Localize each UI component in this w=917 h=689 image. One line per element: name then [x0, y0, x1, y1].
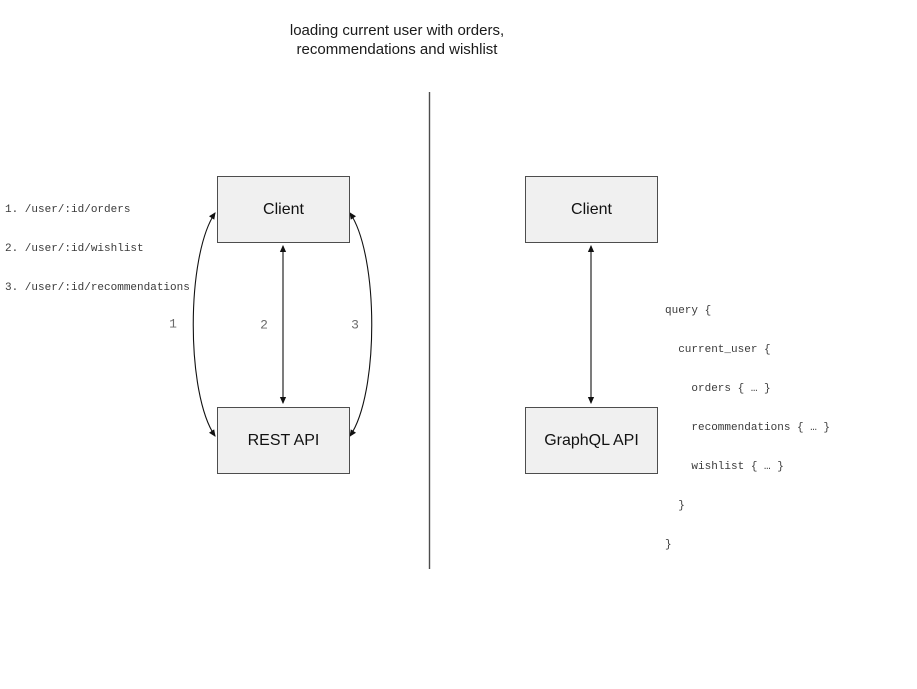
rest-api-box-label: REST API	[247, 431, 320, 449]
endpoint-line: 3. /user/:id/recommendations	[5, 282, 190, 294]
graphql-query-snippet: query { current_user { orders { … } reco…	[665, 279, 830, 578]
query-line: recommendations { … }	[665, 422, 831, 434]
client-box-graphql-label: Client	[571, 200, 612, 218]
query-line: wishlist { … }	[665, 461, 784, 473]
client-box-rest: Client	[217, 176, 350, 243]
title-line-2: recommendations and wishlist	[296, 41, 498, 58]
query-line: }	[665, 500, 685, 512]
endpoint-line: 2. /user/:id/wishlist	[5, 243, 144, 255]
query-line: current_user {	[665, 344, 771, 356]
query-line: orders { … }	[665, 383, 771, 395]
graphql-api-box: GraphQL API	[525, 407, 658, 474]
arrow-label-1: 1	[169, 316, 177, 332]
client-box-rest-label: Client	[263, 200, 304, 218]
rest-api-box: REST API	[217, 407, 350, 474]
title-line-1: loading current user with orders,	[289, 22, 505, 39]
query-line: query {	[665, 305, 712, 317]
client-box-graphql: Client	[525, 176, 658, 243]
diagram-title: loading current user with orders, recomm…	[227, 21, 567, 59]
rest-endpoints-list: 1. /user/:id/orders 2. /user/:id/wishlis…	[5, 178, 190, 321]
graphql-api-box-label: GraphQL API	[544, 431, 639, 449]
query-line: }	[665, 539, 672, 551]
rest-request-3-arrow	[349, 212, 373, 437]
endpoint-line: 1. /user/:id/orders	[5, 204, 131, 216]
arrow-label-2: 2	[260, 317, 268, 333]
arrow-label-3: 3	[351, 317, 359, 333]
rest-request-1-arrow	[192, 212, 216, 437]
